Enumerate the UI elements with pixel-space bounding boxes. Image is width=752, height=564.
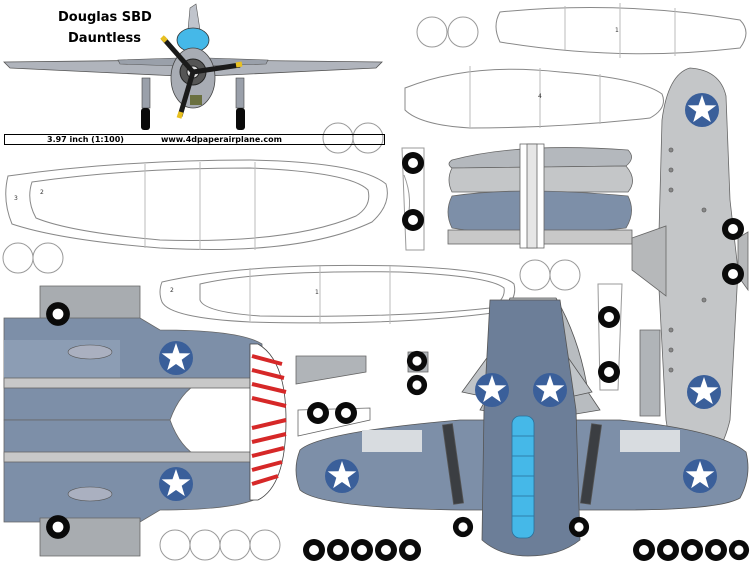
wheel — [598, 306, 620, 328]
wheel — [406, 350, 428, 372]
roundel-star — [325, 459, 359, 493]
website-url: www.4dpaperairplane.com — [161, 135, 282, 144]
wheel-row-right — [633, 539, 750, 561]
wheel — [46, 515, 70, 539]
scale-label: 3.97 inch (1:100) — [47, 135, 124, 144]
wheel — [722, 218, 744, 240]
roundel-star — [687, 375, 721, 409]
wing-outline-parts — [5, 3, 747, 324]
scale-bar: 3.97 inch (1:100) www.4dpaperairplane.co… — [4, 134, 385, 145]
cockpit-detail — [67, 344, 113, 502]
cutout-discs — [2, 16, 581, 561]
wheel — [598, 361, 620, 383]
part-number-2: 2 — [40, 189, 44, 196]
part-number-1: 1 — [615, 27, 619, 34]
wheel — [568, 516, 590, 538]
wheel — [402, 209, 424, 231]
part-number-4: 4 — [538, 93, 542, 100]
wheel — [402, 152, 424, 174]
part-number-2b: 2 — [170, 287, 174, 294]
wheel — [406, 374, 428, 396]
wheel-row-left — [303, 539, 421, 561]
wheel — [722, 263, 744, 285]
title-line-2: Dauntless — [68, 31, 142, 46]
front-view-aircraft — [3, 3, 383, 130]
rudder-stripes — [249, 343, 287, 501]
part-number-labels: 1 4 3 2 2 1 — [14, 27, 619, 296]
fuselage-side-parts — [3, 285, 263, 557]
part-number-3: 3 — [14, 195, 18, 202]
wheel — [307, 402, 329, 424]
main-wing-top-view — [295, 297, 749, 557]
roundel-star — [533, 373, 567, 407]
roundel-star — [683, 459, 717, 493]
horizontal-stabilizer — [447, 143, 633, 249]
roundel-star — [475, 373, 509, 407]
part-number-1b: 1 — [315, 289, 319, 296]
wheel — [46, 302, 70, 326]
roundel-star — [685, 93, 719, 127]
roundel-star — [159, 467, 193, 501]
title-line-1: Douglas SBD — [58, 10, 152, 25]
roundel-star — [159, 341, 193, 375]
wheel — [335, 402, 357, 424]
wheel — [452, 516, 474, 538]
